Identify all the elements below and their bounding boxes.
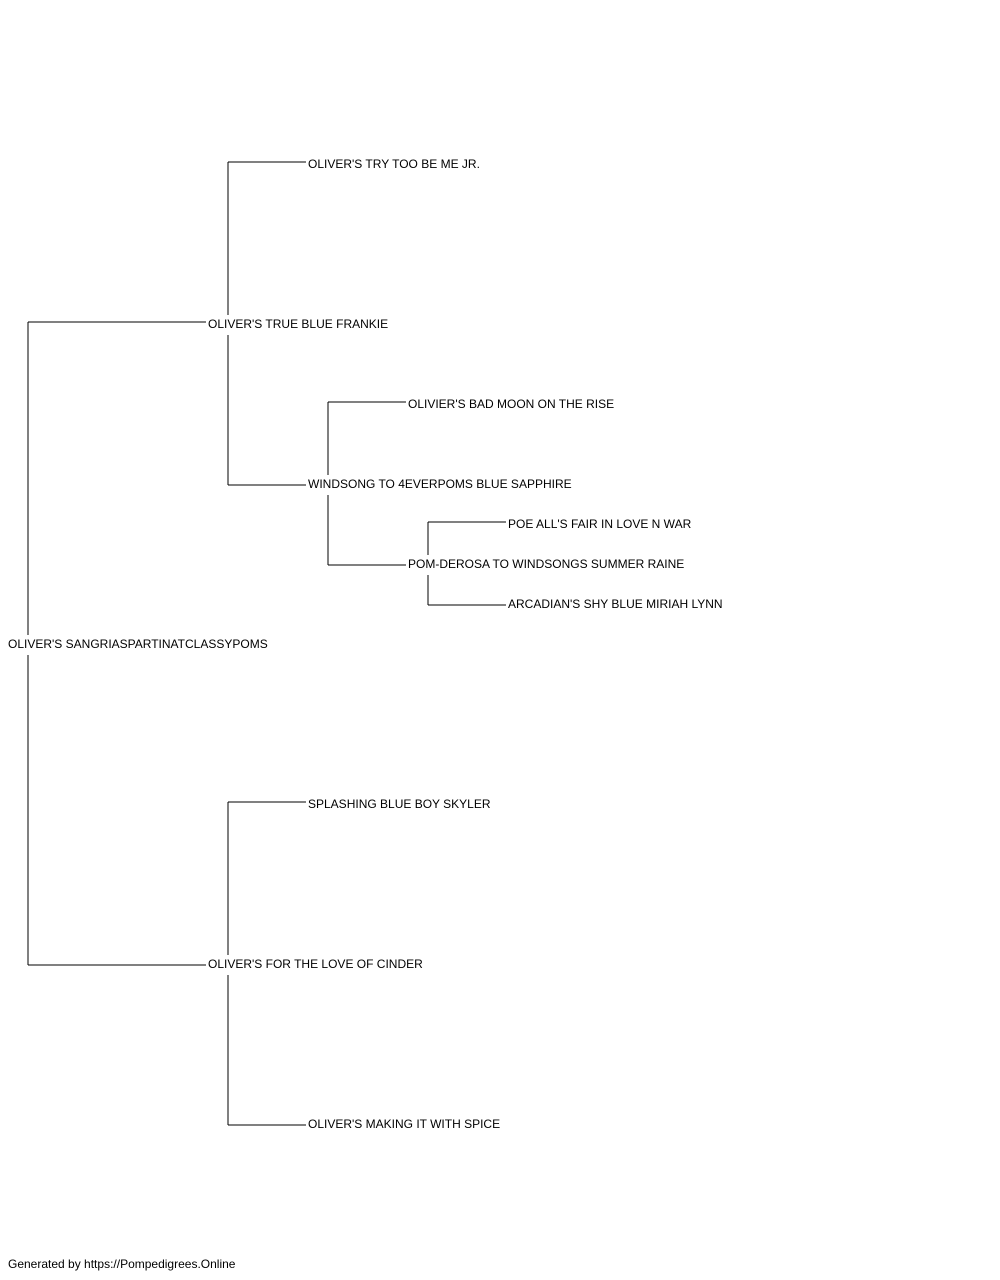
sire-sire-name: OLIVER'S TRY TOO BE ME JR. — [308, 157, 480, 171]
sire-dam-dam-sire-name: POE ALL'S FAIR IN LOVE N WAR — [508, 517, 692, 531]
dam-dam-name: OLIVER'S MAKING IT WITH SPICE — [308, 1117, 501, 1131]
generated-by-footer: Generated by https://Pompedigrees.Online — [8, 1257, 236, 1271]
sire-dam-name: WINDSONG TO 4EVERPOMS BLUE SAPPHIRE — [308, 477, 572, 491]
dam-name: OLIVER'S FOR THE LOVE OF CINDER — [208, 957, 423, 971]
sire-dam-dam-dam-name: ARCADIAN'S SHY BLUE MIRIAH LYNN — [508, 597, 723, 611]
sire-dam-dam-name: POM-DEROSA TO WINDSONGS SUMMER RAINE — [408, 557, 685, 571]
subject-name: OLIVER'S SANGRIASPARTINATCLASSYPOMS — [8, 637, 268, 651]
sire-dam-sire-name: OLIVIER'S BAD MOON ON THE RISE — [408, 397, 615, 411]
dam-sire-name: SPLASHING BLUE BOY SKYLER — [308, 797, 491, 811]
sire-name: OLIVER'S TRUE BLUE FRANKIE — [208, 317, 389, 331]
